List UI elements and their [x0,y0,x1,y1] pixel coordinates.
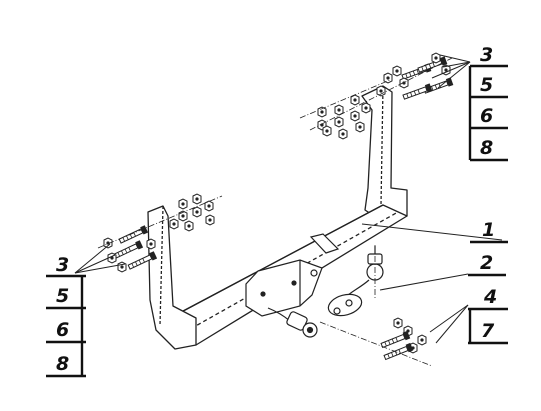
part-1-label: 1 [482,219,495,241]
left-label-8: 8 [56,353,69,375]
part-4-label: 4 [483,286,497,308]
left-label-3: 3 [56,254,69,276]
left-label-6: 6 [56,319,69,341]
hitch-plate [245,233,340,317]
top-right-parts-table [468,64,508,162]
part-1-callout: 1 [470,219,508,244]
left-parts-table [46,274,86,378]
tow-ball [327,246,384,317]
part-2-label: 2 [480,252,493,274]
part-4-7-table [468,307,508,345]
socket-connector [267,307,318,338]
leader-lines [74,54,503,344]
part-2-callout: 2 [468,252,506,277]
assembly-axes [97,57,453,367]
top-right-label-5: 5 [480,74,493,96]
top-right-label-3: 3 [480,44,493,66]
left-label-5: 5 [56,285,69,307]
top-right-label-6: 6 [480,105,493,127]
top-right-label-8: 8 [480,137,493,159]
part-7-label: 7 [481,320,495,342]
